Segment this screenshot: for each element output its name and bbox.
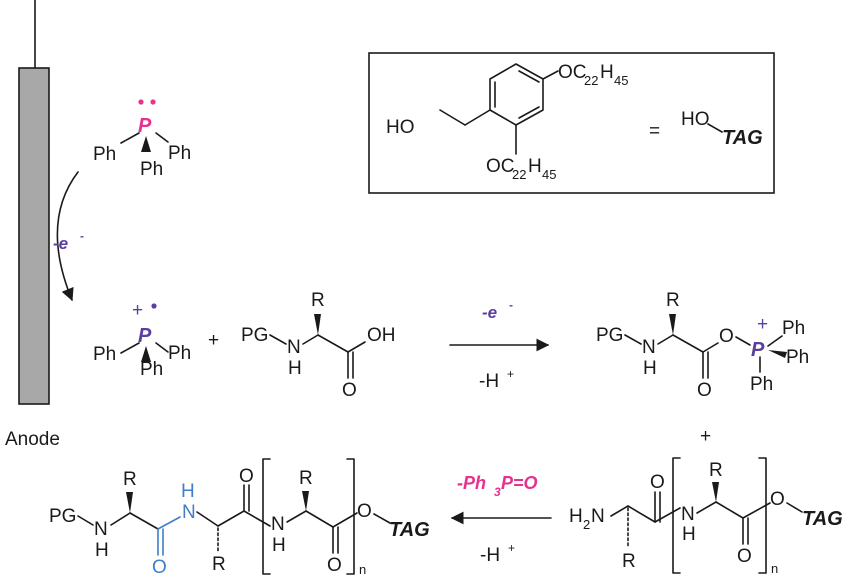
svg-text:P=O: P=O xyxy=(501,473,538,493)
deprotonation-sup-2: + xyxy=(508,541,515,555)
phosphonium-p: P xyxy=(751,339,765,361)
svg-text:O: O xyxy=(719,326,734,347)
svg-text:O: O xyxy=(770,489,785,510)
lone-pair-dot-2 xyxy=(150,99,156,105)
lone-pair-dot-1 xyxy=(138,99,144,105)
svg-text:N: N xyxy=(642,337,656,358)
phosphorus-atom-cation: P xyxy=(138,325,152,347)
anode-label: Anode xyxy=(5,429,60,450)
byproduct-label: -Ph 3 P=O xyxy=(457,473,538,499)
svg-text:O: O xyxy=(342,380,357,401)
svg-text:R: R xyxy=(622,551,636,572)
deprotonation-sup-1: + xyxy=(507,367,514,381)
svg-text:R: R xyxy=(709,460,723,481)
svg-text:H: H xyxy=(682,524,696,545)
svg-text:O: O xyxy=(327,555,342,576)
svg-text:N: N xyxy=(287,337,301,358)
svg-text:Ph: Ph xyxy=(786,347,809,368)
ph-bottom-2: Ph xyxy=(140,359,163,380)
svg-text:O: O xyxy=(650,472,665,493)
svg-text:2: 2 xyxy=(583,517,590,532)
tag-legend-box xyxy=(368,52,775,194)
svg-text:TAG: TAG xyxy=(389,519,430,541)
svg-text:TAG: TAG xyxy=(802,508,843,530)
svg-text:OC: OC xyxy=(486,156,515,177)
ph-left: Ph xyxy=(93,144,116,165)
svg-text:R: R xyxy=(299,468,313,489)
svg-text:O: O xyxy=(737,546,752,567)
svg-text:TAG: TAG xyxy=(722,127,763,149)
svg-text:N: N xyxy=(94,519,108,540)
svg-text:R: R xyxy=(123,469,137,490)
svg-text:R: R xyxy=(212,554,226,575)
svg-text:H: H xyxy=(600,62,614,83)
svg-text:OC: OC xyxy=(558,62,587,83)
svg-text:R: R xyxy=(666,290,680,311)
ph-right: Ph xyxy=(168,143,191,164)
plus-sign-2: + xyxy=(700,426,711,447)
set-arrow xyxy=(56,171,79,302)
svg-text:H: H xyxy=(288,358,302,379)
svg-text:n: n xyxy=(771,561,778,576)
set-label: -e - xyxy=(53,229,84,253)
ph-right-2: Ph xyxy=(168,343,191,364)
svg-text:45: 45 xyxy=(614,73,628,88)
amide-h: H xyxy=(181,481,195,502)
triphenylphosphine: P Ph Ph Ph xyxy=(93,99,191,180)
svg-text:HO: HO xyxy=(386,117,415,138)
svg-text:H: H xyxy=(528,156,542,177)
wedge-bond xyxy=(141,136,151,152)
cation-charge: + xyxy=(132,300,143,321)
amide-n: N xyxy=(182,502,196,523)
tagged-amine: H 2 N R O N H R O n O TAG xyxy=(569,457,843,576)
radical-dot xyxy=(151,303,157,309)
svg-text:3: 3 xyxy=(494,485,501,499)
svg-text:PG: PG xyxy=(49,506,76,527)
set-minus-e: -e xyxy=(53,234,68,253)
svg-text:R: R xyxy=(311,290,325,311)
svg-text:Ph: Ph xyxy=(782,318,805,339)
svg-text:=: = xyxy=(649,121,660,142)
svg-text:O: O xyxy=(697,380,712,401)
svg-text:H: H xyxy=(643,358,657,379)
svg-text:N: N xyxy=(591,506,605,527)
svg-text:OH: OH xyxy=(367,325,396,346)
deprotonation-label-1: -H xyxy=(479,371,499,392)
peptide-product: PG N H R O H N R O N H R O n O xyxy=(49,458,430,578)
electrode-plate xyxy=(18,67,50,405)
svg-text:N: N xyxy=(681,504,695,525)
oxidation-sup: - xyxy=(509,298,513,312)
phosphorus-atom: P xyxy=(138,115,152,137)
ph-left-2: Ph xyxy=(93,344,116,365)
svg-text:22: 22 xyxy=(512,167,526,182)
svg-text:45: 45 xyxy=(542,167,556,182)
svg-text:H: H xyxy=(95,540,109,561)
amide-oxygen: O xyxy=(152,557,167,578)
svg-text:O: O xyxy=(357,501,372,522)
svg-text:O: O xyxy=(239,466,254,487)
svg-text:N: N xyxy=(271,514,285,535)
svg-text:22: 22 xyxy=(584,73,598,88)
svg-text:H: H xyxy=(569,506,583,527)
svg-text:-Ph: -Ph xyxy=(457,473,486,493)
oxidation-label: -e xyxy=(482,303,497,322)
anode-electrode xyxy=(18,0,50,405)
phosphine-radical-cation: + P Ph Ph Ph xyxy=(93,300,191,380)
svg-text:Ph: Ph xyxy=(750,374,773,395)
protected-amino-acid: PG N H R O OH xyxy=(241,290,396,401)
deprotonation-label-2: -H xyxy=(480,545,500,566)
svg-text:HO: HO xyxy=(681,109,710,130)
set-superscript: - xyxy=(80,229,84,243)
acyloxyphosphonium: PG N H R O O + P Ph Ph Ph xyxy=(596,290,809,401)
svg-text:PG: PG xyxy=(596,325,623,346)
plus-sign-1: + xyxy=(208,330,219,351)
ph-bottom: Ph xyxy=(140,159,163,180)
svg-text:H: H xyxy=(272,535,286,556)
tag-structure: HO OC 22 H 45 OC 22 H 45 = HO TAG xyxy=(386,62,763,182)
phosphonium-charge: + xyxy=(757,314,768,335)
svg-text:n: n xyxy=(359,562,366,577)
svg-text:PG: PG xyxy=(241,325,268,346)
